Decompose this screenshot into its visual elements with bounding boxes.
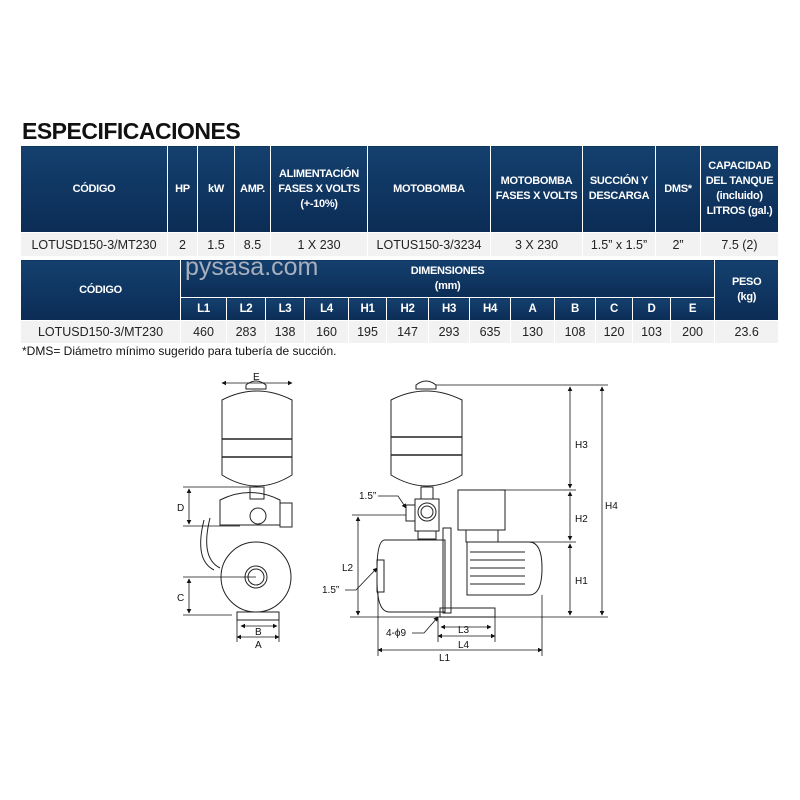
dimensiones-header: pysasa.com DIMENSIONES (mm) bbox=[179, 255, 716, 298]
label-mounting-holes: 4-ϕ9 bbox=[386, 628, 406, 639]
dimension-column-header: E bbox=[669, 297, 716, 321]
header-cell: ALIMENTACIÓN FASES X VOLTS (+-10%) bbox=[270, 145, 368, 233]
label-l4: L4 bbox=[458, 640, 470, 651]
motor-icon bbox=[466, 541, 543, 596]
header-cell: CÓDIGO bbox=[20, 145, 168, 233]
spec-header-row: CÓDIGO HP kW AMP. ALIMENTACIÓN FASES X V… bbox=[20, 145, 779, 233]
cell: 138 bbox=[265, 320, 305, 344]
dimensions-table: CÓDIGO pysasa.com DIMENSIONES (mm) PESO … bbox=[20, 255, 780, 344]
label-c: C bbox=[177, 593, 184, 604]
cell: LOTUSD150-3/MT230 bbox=[20, 320, 181, 344]
pressure-gauge-icon bbox=[417, 502, 437, 522]
header-cell: DMS* bbox=[655, 145, 701, 233]
header-cell: CAPACIDAD DEL TANQUE (incluido) LITROS (… bbox=[700, 145, 779, 233]
side-view bbox=[200, 380, 293, 621]
dimension-column-header: L2 bbox=[226, 297, 266, 321]
cell: LOTUS150-3/3234 bbox=[367, 232, 491, 257]
cell: LOTUSD150-3/MT230 bbox=[20, 232, 168, 257]
dimensiones-units: (mm) bbox=[434, 279, 461, 292]
control-box-icon bbox=[457, 489, 506, 531]
label-l1: L1 bbox=[439, 653, 451, 664]
dimension-column-header: C bbox=[595, 297, 633, 321]
dimension-column-header: A bbox=[510, 297, 555, 321]
label-e: E bbox=[253, 372, 260, 383]
dimensiones-label: DIMENSIONES bbox=[410, 264, 485, 277]
cell: 2 bbox=[167, 232, 198, 257]
spec-table: CÓDIGO HP kW AMP. ALIMENTACIÓN FASES X V… bbox=[20, 145, 779, 257]
cell: 195 bbox=[348, 320, 387, 344]
tank-icon bbox=[390, 390, 463, 487]
peso-header: PESO (kg) bbox=[714, 259, 780, 321]
label-b: B bbox=[255, 627, 262, 638]
cell: 147 bbox=[386, 320, 429, 344]
cell: 3 X 230 bbox=[490, 232, 583, 257]
dms-footnote: *DMS= Diámetro mínimo sugerido para tube… bbox=[22, 344, 337, 358]
cell: 108 bbox=[554, 320, 596, 344]
pump-body-icon bbox=[376, 539, 446, 613]
cell: 1.5” x 1.5” bbox=[582, 232, 656, 257]
cell: 1 X 230 bbox=[270, 232, 368, 257]
front-view bbox=[376, 380, 543, 618]
table-row: LOTUSD150-3/MT230 2 1.5 8.5 1 X 230 LOTU… bbox=[20, 232, 779, 257]
label-a: A bbox=[255, 640, 262, 651]
header-cell: MOTOBOMBA FASES X VOLTS bbox=[490, 145, 583, 233]
dimension-column-header: L3 bbox=[265, 297, 305, 321]
cell: 1.5 bbox=[197, 232, 235, 257]
cell: 103 bbox=[632, 320, 671, 344]
dimension-column-header: D bbox=[632, 297, 671, 321]
dimension-labels: E D C B A H3 H2 H1 H4 L2 L3 L4 L1 1.5” 1… bbox=[177, 372, 618, 664]
peso-label: PESO bbox=[731, 276, 762, 288]
cell: 7.5 (2) bbox=[700, 232, 779, 257]
header-cell: MOTOBOMBA bbox=[367, 145, 491, 233]
header-cell: HP bbox=[167, 145, 198, 233]
label-l2: L2 bbox=[342, 563, 354, 574]
dimension-column-header: L4 bbox=[304, 297, 349, 321]
label-h4: H4 bbox=[605, 501, 618, 512]
header-cell: AMP. bbox=[234, 145, 271, 233]
label-inlet-size: 1.5” bbox=[322, 585, 339, 596]
label-h3: H3 bbox=[575, 440, 588, 451]
label-h1: H1 bbox=[575, 576, 588, 587]
label-l3: L3 bbox=[458, 625, 470, 636]
label-outlet-size: 1.5” bbox=[359, 491, 376, 502]
peso-units: (kg) bbox=[737, 291, 757, 303]
peso-cell: 23.6 bbox=[714, 320, 780, 344]
cell: 200 bbox=[669, 320, 716, 344]
page-title: ESPECIFICACIONES bbox=[22, 118, 241, 144]
cell: 160 bbox=[304, 320, 349, 344]
label-d: D bbox=[177, 503, 184, 514]
dimension-lines bbox=[183, 380, 608, 656]
dimension-column-header: H2 bbox=[386, 297, 429, 321]
tank-icon bbox=[221, 390, 293, 487]
cell: 130 bbox=[510, 320, 555, 344]
cell: 460 bbox=[180, 320, 227, 344]
cell: 293 bbox=[428, 320, 470, 344]
dimension-column-header: B bbox=[554, 297, 596, 321]
label-h2: H2 bbox=[575, 514, 588, 525]
cell: 2” bbox=[655, 232, 701, 257]
cell: 283 bbox=[226, 320, 266, 344]
dimension-column-header: L1 bbox=[180, 297, 227, 321]
dimension-column-header: H1 bbox=[348, 297, 387, 321]
